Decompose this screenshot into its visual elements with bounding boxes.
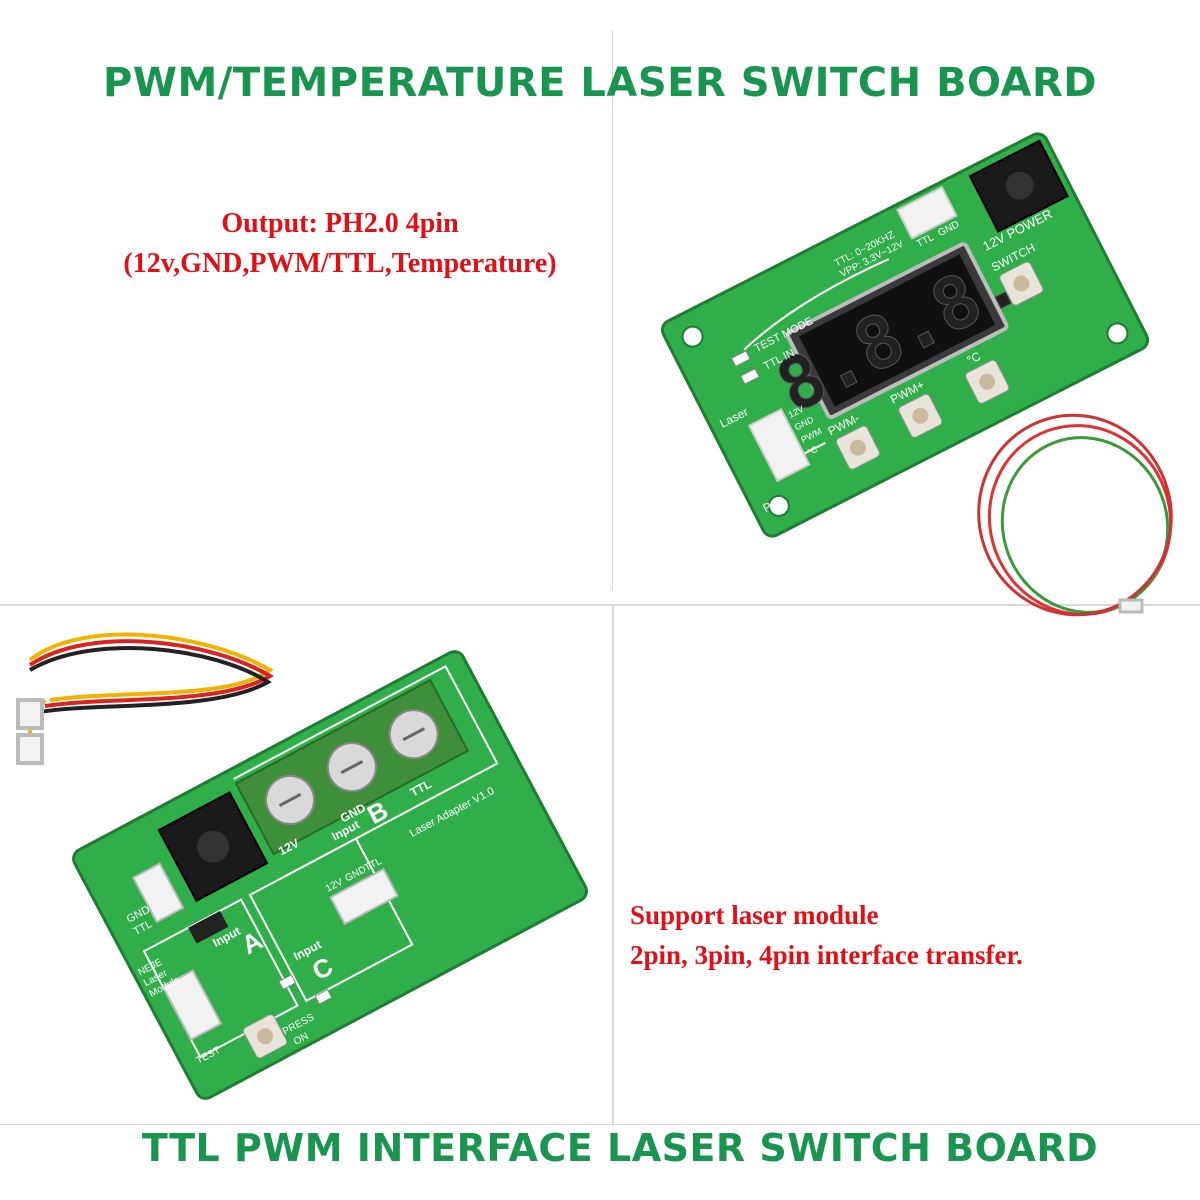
connector-module bbox=[161, 969, 223, 1041]
switch-button[interactable] bbox=[998, 261, 1044, 307]
laser-port-connector bbox=[747, 407, 811, 483]
top-photo-border bbox=[612, 30, 613, 590]
coiled-wire bbox=[977, 413, 1173, 617]
wire-harness bbox=[16, 632, 274, 765]
pwm-plus-button[interactable] bbox=[898, 393, 944, 439]
celsius-button[interactable] bbox=[964, 359, 1010, 405]
vertical-divider bbox=[612, 604, 614, 1124]
bottom-divider bbox=[0, 1124, 1200, 1125]
label-pin-c: °C bbox=[806, 444, 820, 458]
pwm-minus-button[interactable] bbox=[835, 425, 881, 471]
output-note-line2: (12v,GND,PWM/TTL,Temperature) bbox=[123, 248, 557, 279]
connector-c bbox=[329, 867, 399, 926]
test-mode-led bbox=[730, 350, 751, 367]
top-title: PWM/TEMPERATURE LASER SWITCH BOARD bbox=[103, 60, 1097, 106]
ttl-connector bbox=[895, 185, 958, 240]
support-note-line2: 2pin, 3pin, 4pin interface transfer. bbox=[630, 940, 1023, 970]
status-led bbox=[314, 988, 333, 1005]
mount-hole bbox=[1106, 322, 1129, 345]
output-note-line1: Output: PH2.0 4pin bbox=[221, 208, 459, 239]
diode bbox=[188, 910, 229, 944]
bottom-title: TTL PWM INTERFACE LASER SWITCH BOARD bbox=[141, 1126, 1099, 1170]
mount-hole bbox=[767, 494, 790, 517]
screw-terminal-block bbox=[234, 678, 470, 856]
connector-a bbox=[131, 862, 185, 924]
support-note: Support laser module 2pin, 3pin, 4pin in… bbox=[630, 895, 1023, 975]
status-led bbox=[278, 974, 297, 991]
output-note: Output: PH2.0 4pin (12v,GND,PWM/TTL,Temp… bbox=[50, 204, 630, 284]
ttl-in-led bbox=[740, 368, 760, 385]
label-celsius: °C bbox=[965, 349, 984, 368]
mount-hole bbox=[681, 325, 704, 348]
middle-divider bbox=[0, 604, 1200, 606]
support-note-line1: Support laser module bbox=[630, 900, 879, 930]
test-button[interactable] bbox=[242, 1013, 288, 1059]
